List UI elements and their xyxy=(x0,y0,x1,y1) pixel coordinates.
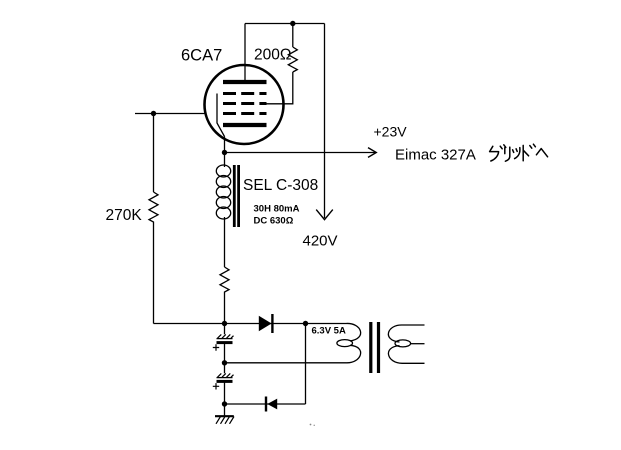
resistor-zigzag xyxy=(218,266,231,294)
transformer-core-bars xyxy=(369,322,381,373)
rectifier-diode-2 xyxy=(264,396,278,412)
artifact-dot xyxy=(313,424,315,426)
filter-capacitor-2 xyxy=(212,372,234,390)
screen-resistor-label: 200Ω xyxy=(254,47,291,64)
katakana-guriddo-e xyxy=(488,143,549,162)
kana-gu xyxy=(488,144,507,162)
heater-transformer xyxy=(336,322,425,373)
junction-dot xyxy=(221,149,228,156)
junction-dot xyxy=(221,401,228,407)
kana-he xyxy=(535,147,549,158)
cap-plus-sign xyxy=(212,383,220,390)
supply-arrowhead-down xyxy=(315,209,334,221)
artifact-dot xyxy=(309,423,312,426)
filter-capacitor-1 xyxy=(212,333,234,351)
junction-dot xyxy=(221,320,228,327)
wire-screen-resistor-bottom xyxy=(266,72,294,105)
kana-small-tsu xyxy=(511,146,521,160)
winding-cross-loop xyxy=(336,338,354,348)
resistor-zigzag xyxy=(286,46,299,73)
output-arrowhead-right xyxy=(367,146,378,159)
arrows xyxy=(315,146,378,221)
ground-symbol xyxy=(215,415,235,425)
supply-voltage-label: 420V xyxy=(303,233,338,250)
output-voltage-label: +23V xyxy=(374,124,408,140)
junction-dot xyxy=(302,320,309,327)
vacuum-tube-6ca7 xyxy=(203,63,285,146)
junction-dot xyxy=(150,110,157,117)
grid-resistor-270k xyxy=(147,191,160,224)
tube-grid-bracket xyxy=(216,93,226,137)
heater-winding-label: 6.3V 5A xyxy=(312,326,346,337)
choke-spec-line2: DC 630Ω xyxy=(254,216,294,227)
cap-hatch-ticks xyxy=(217,333,234,339)
choke-name-label: SEL C-308 xyxy=(243,177,318,194)
resistor-zigzag xyxy=(147,191,160,224)
transformer-right-winding xyxy=(387,324,425,364)
choke-loop xyxy=(215,164,232,178)
screen-resistor-200ohm xyxy=(286,46,299,73)
winding-bump xyxy=(387,344,403,364)
ground-hatch-ticks xyxy=(215,416,235,425)
kana-ri xyxy=(504,146,511,162)
output-destination-label: Eimac 327A xyxy=(395,147,476,164)
diode-triangle xyxy=(267,398,278,410)
choke-loop xyxy=(215,185,232,199)
transformer-left-winding xyxy=(336,322,362,364)
cap-plus-sign xyxy=(212,344,220,351)
wires xyxy=(135,22,376,416)
choke-spec-line1: 30H 80mA xyxy=(254,204,300,215)
diode-triangle xyxy=(258,315,272,332)
junction-dots xyxy=(150,20,309,407)
cathode-resistor xyxy=(218,266,231,294)
winding-cross-loop xyxy=(394,339,412,348)
tube-envelope xyxy=(203,63,285,146)
cap-hatch-ticks xyxy=(217,372,234,378)
choke-sel-c308 xyxy=(215,164,240,227)
kana-do xyxy=(522,143,537,162)
choke-loop xyxy=(215,195,232,210)
choke-core-bars xyxy=(232,165,240,227)
rectifier-diode-1 xyxy=(258,314,274,333)
junction-dot xyxy=(221,360,228,366)
pen-artifacts xyxy=(309,423,315,426)
tube-label: 6CA7 xyxy=(181,47,222,65)
grid-resistor-label: 270K xyxy=(106,207,143,224)
choke-loop xyxy=(215,206,232,220)
junction-dot xyxy=(290,20,296,27)
winding-bump xyxy=(345,344,362,364)
winding-bump xyxy=(345,322,362,342)
choke-loop xyxy=(215,174,232,189)
